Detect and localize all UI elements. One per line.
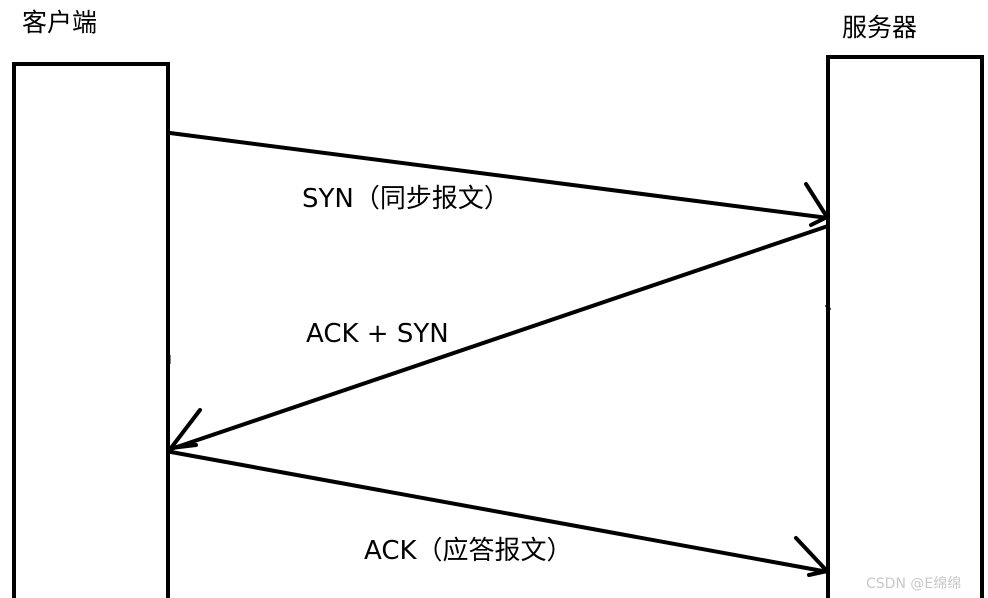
ack-syn-arrowhead: [169, 408, 202, 450]
syn-message-label: SYN（同步报文）: [302, 184, 510, 214]
client-lifeline: [12, 62, 170, 598]
ack-syn-message-label: ACK + SYN: [306, 319, 449, 349]
ack-arrow-line: [169, 450, 830, 574]
server-label: 服务器: [842, 13, 918, 42]
client-label: 客户端: [22, 8, 98, 37]
server-lifeline: [826, 55, 984, 598]
ack-syn-arrow-line: [169, 224, 830, 451]
ack-message-label: ACK（应答报文）: [364, 536, 573, 566]
watermark-text: CSDN @E绵绵: [866, 576, 962, 592]
syn-arrowhead: [804, 182, 829, 227]
server-tick-mark: [824, 304, 832, 311]
syn-arrow-line: [168, 131, 830, 220]
ack-arrowhead: [794, 536, 829, 577]
